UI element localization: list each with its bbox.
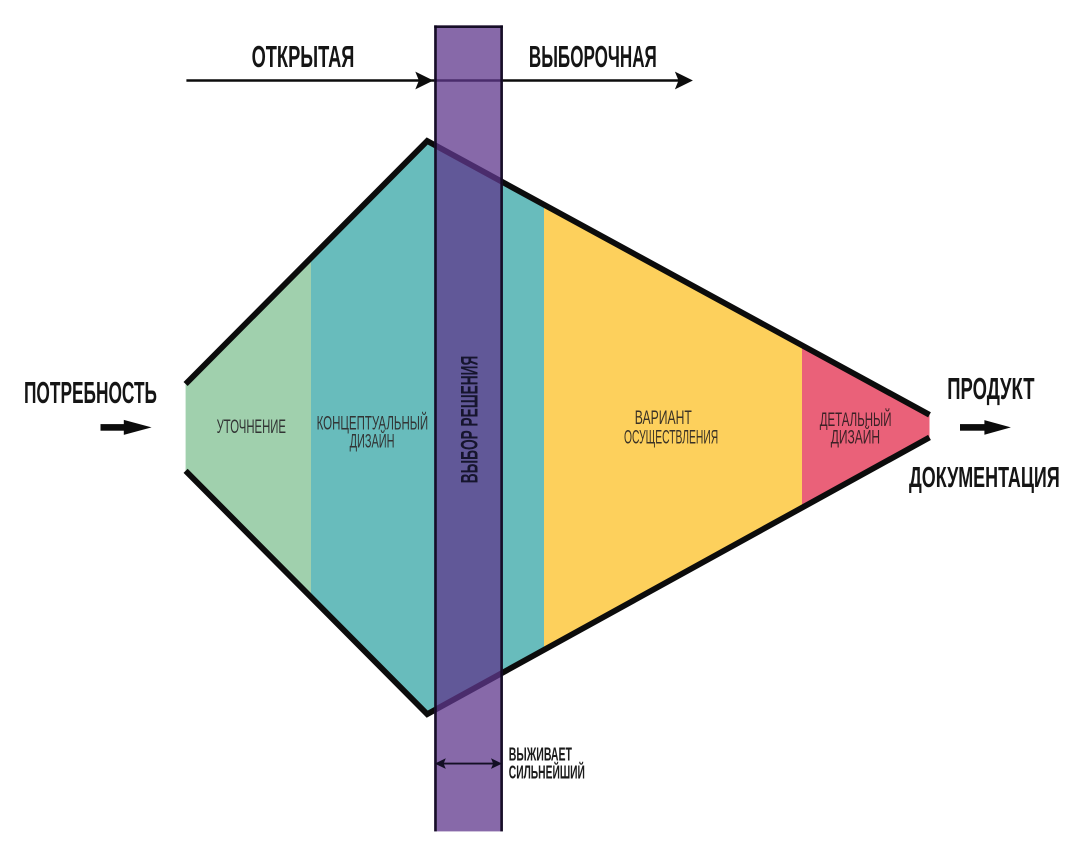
svg-text:ВАРИАНТ: ВАРИАНТ: [635, 408, 692, 429]
svg-text:ПРОДУКТ: ПРОДУКТ: [947, 371, 1034, 406]
svg-text:ВЫЖИВАЕТ: ВЫЖИВАЕТ: [509, 744, 573, 765]
svg-text:ВЫБОРОЧНАЯ: ВЫБОРОЧНАЯ: [529, 40, 657, 74]
svg-text:ОСУЩЕСТВЛЕНИЯ: ОСУЩЕСТВЛЕНИЯ: [624, 427, 718, 448]
svg-text:ОТКРЫТАЯ: ОТКРЫТАЯ: [252, 40, 355, 74]
svg-text:ДОКУМЕНТАЦИЯ: ДОКУМЕНТАЦИЯ: [909, 462, 1060, 494]
svg-text:СИЛЬНЕЙШИЙ: СИЛЬНЕЙШИЙ: [509, 762, 585, 783]
svg-text:УТОЧНЕНИЕ: УТОЧНЕНИЕ: [217, 417, 286, 438]
svg-text:ДЕТАЛЬНЫЙ: ДЕТАЛЬНЫЙ: [820, 409, 892, 431]
svg-text:ВЫБОР РЕШЕНИЯ: ВЫБОР РЕШЕНИЯ: [456, 356, 483, 484]
svg-text:КОНЦЕПТУАЛЬНЫЙ: КОНЦЕПТУАЛЬНЫЙ: [317, 412, 429, 434]
svg-text:ДИЗАЙН: ДИЗАЙН: [350, 431, 395, 453]
svg-text:ПОТРЕБНОСТЬ: ПОТРЕБНОСТЬ: [24, 376, 157, 410]
svg-text:ДИЗАЙН: ДИЗАЙН: [831, 427, 880, 449]
